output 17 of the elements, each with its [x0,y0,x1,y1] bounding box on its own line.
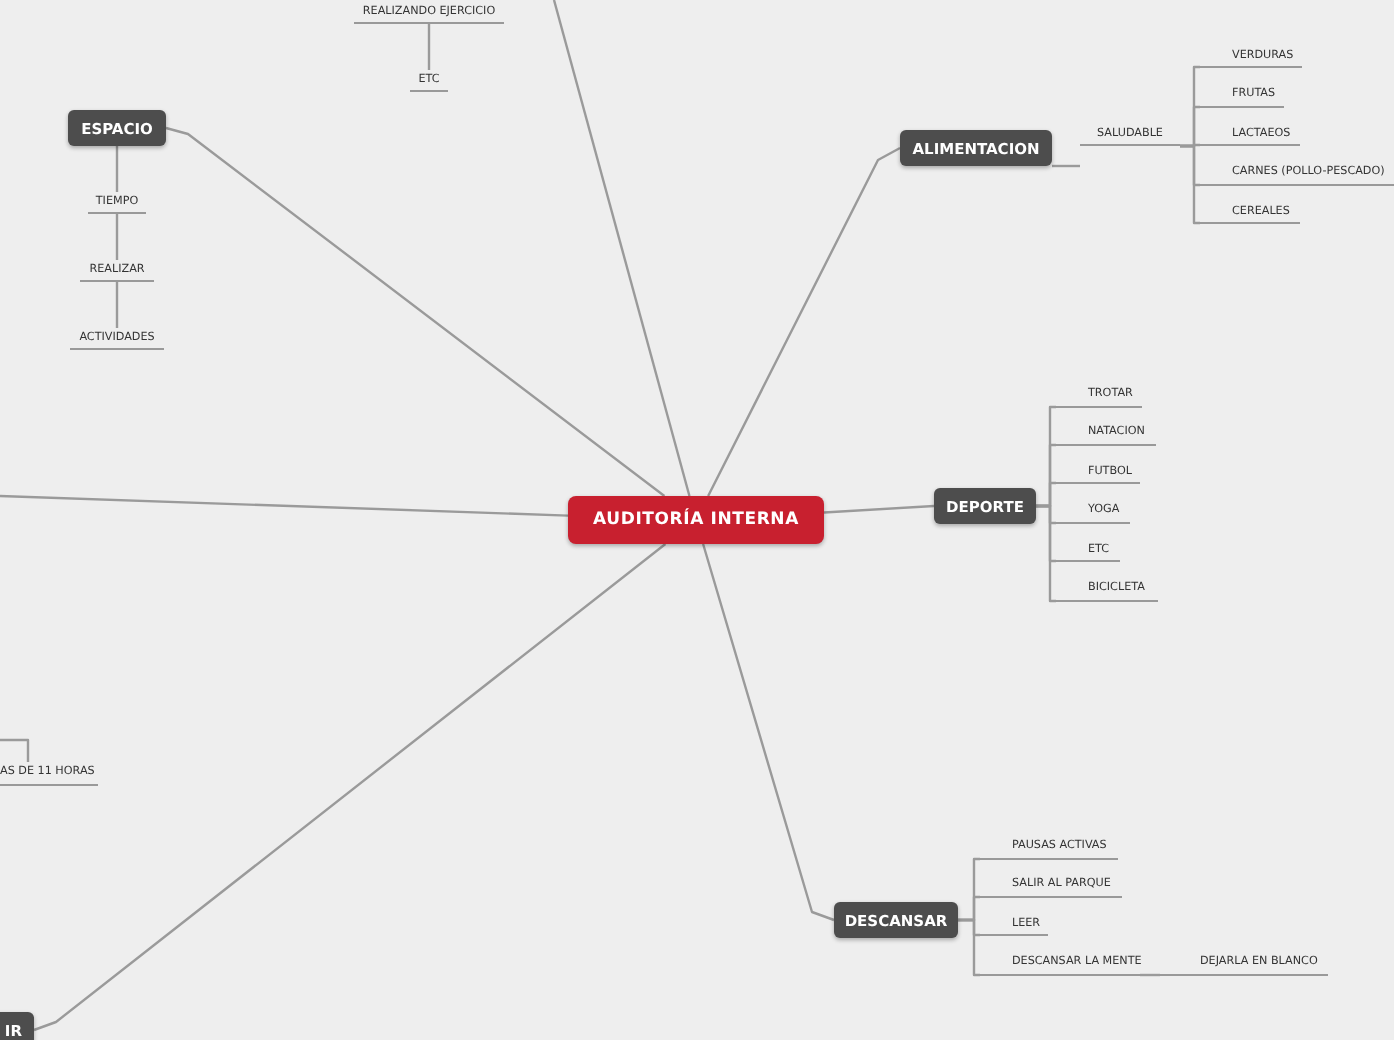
connector-line [958,918,980,977]
connector-line [707,146,901,497]
connector-line [701,543,835,922]
connector-line [115,146,119,192]
connector-line [1052,164,1080,168]
connector-line [115,282,119,328]
central-topic-box: AUDITORÍA INTERNA [568,496,824,544]
connector-line [1140,973,1160,977]
connector-line [0,738,30,762]
connector-line [552,0,691,497]
connector-line [0,494,569,517]
connector-line [427,24,431,70]
connector-line [33,543,667,1032]
connector-line [1180,144,1200,225]
connector-line [165,126,666,497]
connector-line [115,214,119,260]
connector-line [823,504,935,514]
